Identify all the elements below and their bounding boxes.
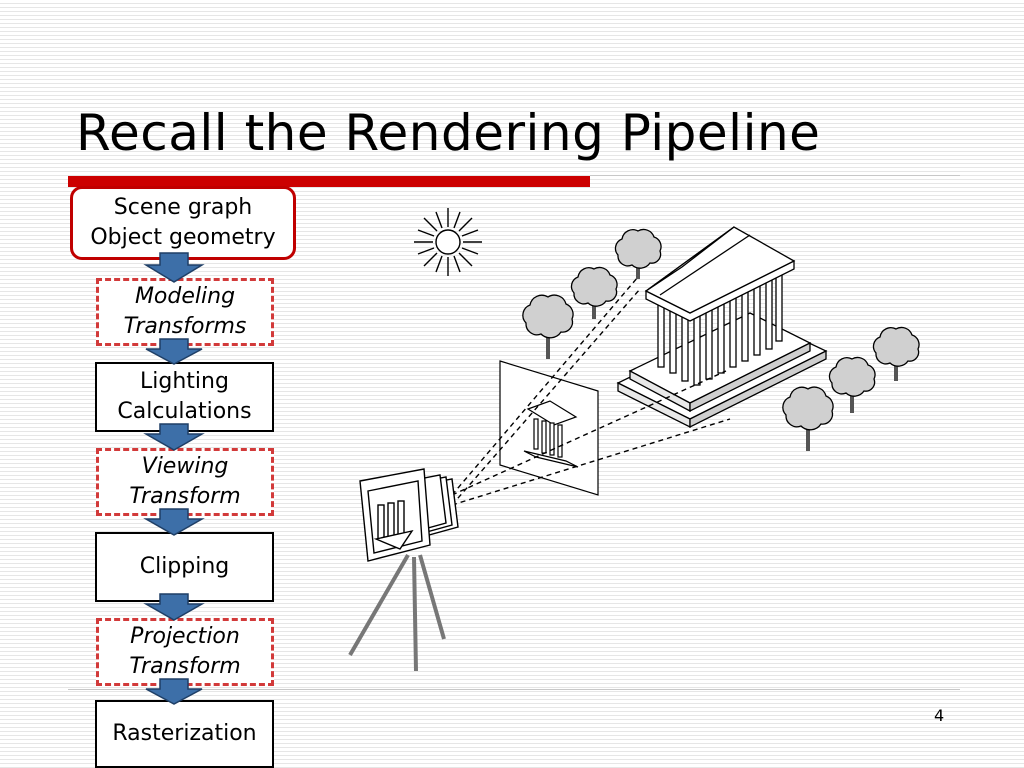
tree-icon bbox=[782, 386, 834, 451]
camera-on-tripod-icon bbox=[348, 468, 459, 672]
temple-icon bbox=[616, 226, 828, 429]
tree-icon bbox=[570, 266, 618, 319]
step-line-2: Transform bbox=[129, 484, 241, 509]
step-line-1: Viewing bbox=[141, 454, 229, 479]
step-line-1: Projection bbox=[130, 624, 240, 649]
down-arrow-icon bbox=[143, 593, 205, 621]
step-line-2: Transforms bbox=[123, 314, 247, 339]
step-line-1: Modeling bbox=[134, 284, 236, 309]
down-arrow-icon bbox=[143, 423, 205, 451]
projection-lines bbox=[451, 276, 731, 506]
step-line-1: Scene graph bbox=[113, 195, 253, 220]
step-line-1: Lighting bbox=[140, 369, 229, 394]
tree-icon bbox=[614, 228, 662, 279]
tree-icon bbox=[872, 326, 920, 381]
step-line-2: Transform bbox=[129, 654, 241, 679]
page-number: 4 bbox=[934, 706, 945, 725]
slide-title: Recall the Rendering Pipeline bbox=[76, 104, 821, 162]
step-line-1: Rasterization bbox=[112, 721, 257, 746]
pipeline-step-lighting-calculations: Lighting Calculations bbox=[95, 362, 274, 432]
down-arrow-icon bbox=[143, 252, 205, 283]
step-line-2: Calculations bbox=[117, 399, 252, 424]
pipeline-step-rasterization: Rasterization bbox=[95, 700, 274, 768]
pipeline-step-clipping: Clipping bbox=[95, 532, 274, 602]
step-line-2: Object geometry bbox=[90, 225, 276, 250]
title-divider bbox=[590, 175, 960, 176]
step-line-1: Clipping bbox=[139, 554, 230, 579]
down-arrow-icon bbox=[145, 678, 203, 705]
tree-icon bbox=[522, 294, 574, 359]
pipeline-step-projection-transform: Projection Transform bbox=[96, 618, 274, 686]
footer-divider bbox=[68, 689, 960, 690]
pipeline-step-scene-graph: Scene graph Object geometry bbox=[70, 186, 296, 260]
down-arrow-icon bbox=[143, 508, 205, 536]
tree-icon bbox=[828, 356, 876, 413]
title-accent-bar bbox=[68, 176, 590, 187]
sun-icon bbox=[414, 208, 482, 276]
rendering-illustration bbox=[348, 208, 920, 672]
down-arrow-icon bbox=[145, 338, 203, 365]
